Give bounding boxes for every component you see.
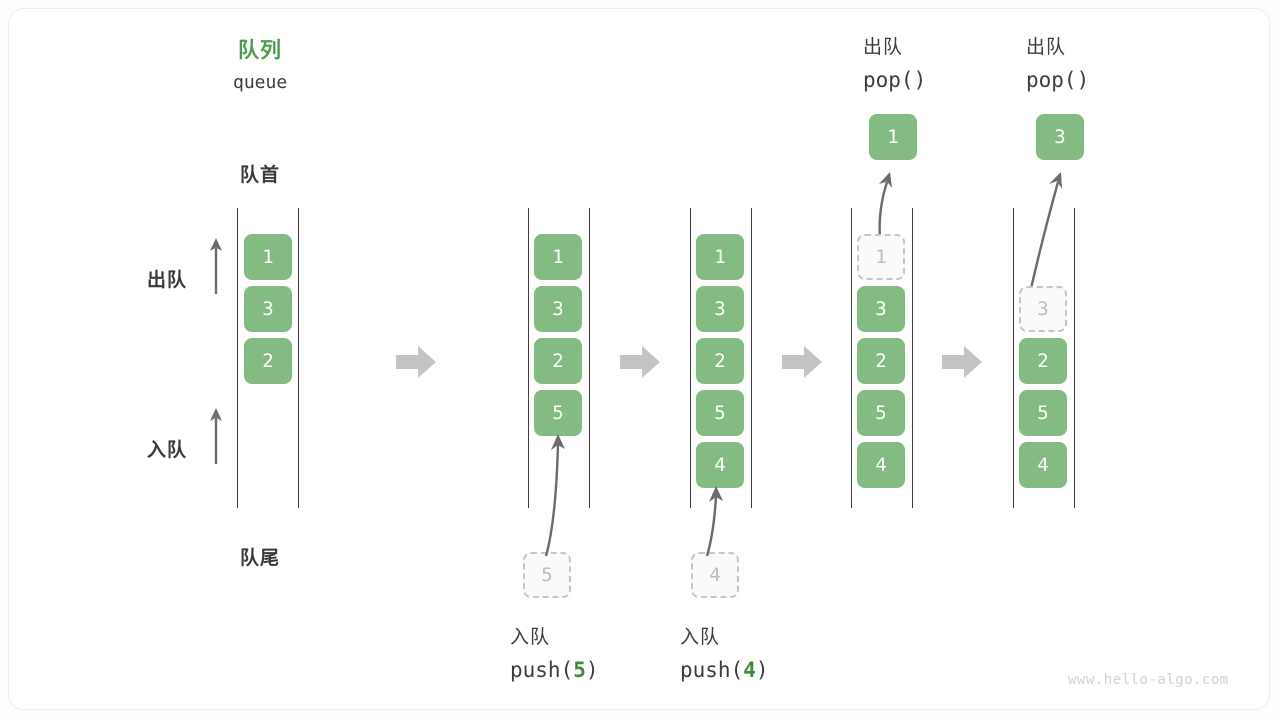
rail-right-panel-1: [298, 208, 299, 508]
step-arrow-icon: [782, 346, 822, 378]
panel-header-cn: 出队: [1026, 37, 1067, 58]
rail-right-panel-2: [589, 208, 590, 508]
panel-caption-code: push(4): [680, 658, 769, 682]
enqueue-side-label: 入队: [147, 440, 188, 461]
queue-cell: 2: [1019, 338, 1067, 384]
code-suffix: ): [585, 658, 599, 682]
rail-left-panel-1: [237, 208, 238, 508]
rear-label: 队尾: [240, 548, 281, 569]
pop-arrow-icon: [878, 172, 892, 239]
code-prefix: push(: [510, 658, 574, 682]
code-arg: 5: [573, 658, 586, 682]
panel-header-code: pop(): [863, 68, 927, 92]
push-arrow-icon: [544, 434, 565, 557]
queue-cell-ghost: 3: [1019, 286, 1067, 332]
queue-cell: 1: [696, 234, 744, 280]
rail-left-panel-5: [1013, 208, 1014, 508]
queue-cell: 5: [696, 390, 744, 436]
enqueue-up-arrow-icon: [210, 408, 222, 464]
watermark: www.hello-algo.com: [1068, 672, 1229, 688]
dequeue-up-arrow-icon: [210, 238, 222, 294]
panel-caption-cn: 入队: [510, 627, 551, 648]
step-arrow-icon: [620, 346, 660, 378]
queue-cell: 2: [696, 338, 744, 384]
push-arrow-icon: [705, 486, 723, 557]
panel-caption-code: push(5): [510, 658, 599, 682]
queue-cell: 1: [244, 234, 292, 280]
queue-cell: 3: [244, 286, 292, 332]
popped-cell: 1: [869, 114, 917, 160]
queue-cell: 5: [1019, 390, 1067, 436]
panel-caption-cn: 入队: [680, 627, 721, 648]
queue-cell-ghost: 1: [857, 234, 905, 280]
front-label: 队首: [240, 165, 281, 186]
dequeue-side-label: 出队: [147, 270, 188, 291]
popped-cell: 3: [1036, 114, 1084, 160]
code-prefix: push(: [680, 658, 744, 682]
pop-arrow-icon: [1028, 172, 1062, 294]
queue-cell: 4: [1019, 442, 1067, 488]
code-arg: 4: [743, 658, 756, 682]
queue-cell: 5: [857, 390, 905, 436]
panel-header-cn: 出队: [863, 37, 904, 58]
queue-cell: 3: [696, 286, 744, 332]
queue-cell: 2: [857, 338, 905, 384]
queue-title-en: queue: [233, 72, 288, 93]
step-arrow-icon: [396, 346, 436, 378]
queue-cell: 1: [534, 234, 582, 280]
rail-right-panel-5: [1074, 208, 1075, 508]
queue-cell: 4: [857, 442, 905, 488]
queue-title-cn: 队列: [238, 39, 282, 62]
step-arrow-icon: [942, 346, 982, 378]
incoming-cell: 4: [691, 552, 739, 598]
queue-cell: 3: [534, 286, 582, 332]
queue-cell: 3: [857, 286, 905, 332]
rail-right-panel-3: [751, 208, 752, 508]
rail-left-panel-4: [851, 208, 852, 508]
panel-header-code: pop(): [1026, 68, 1090, 92]
queue-cell: 4: [696, 442, 744, 488]
queue-cell: 2: [244, 338, 292, 384]
rail-left-panel-2: [528, 208, 529, 508]
queue-cell: 5: [534, 390, 582, 436]
rail-left-panel-3: [690, 208, 691, 508]
rail-right-panel-4: [912, 208, 913, 508]
code-suffix: ): [755, 658, 769, 682]
queue-cell: 2: [534, 338, 582, 384]
